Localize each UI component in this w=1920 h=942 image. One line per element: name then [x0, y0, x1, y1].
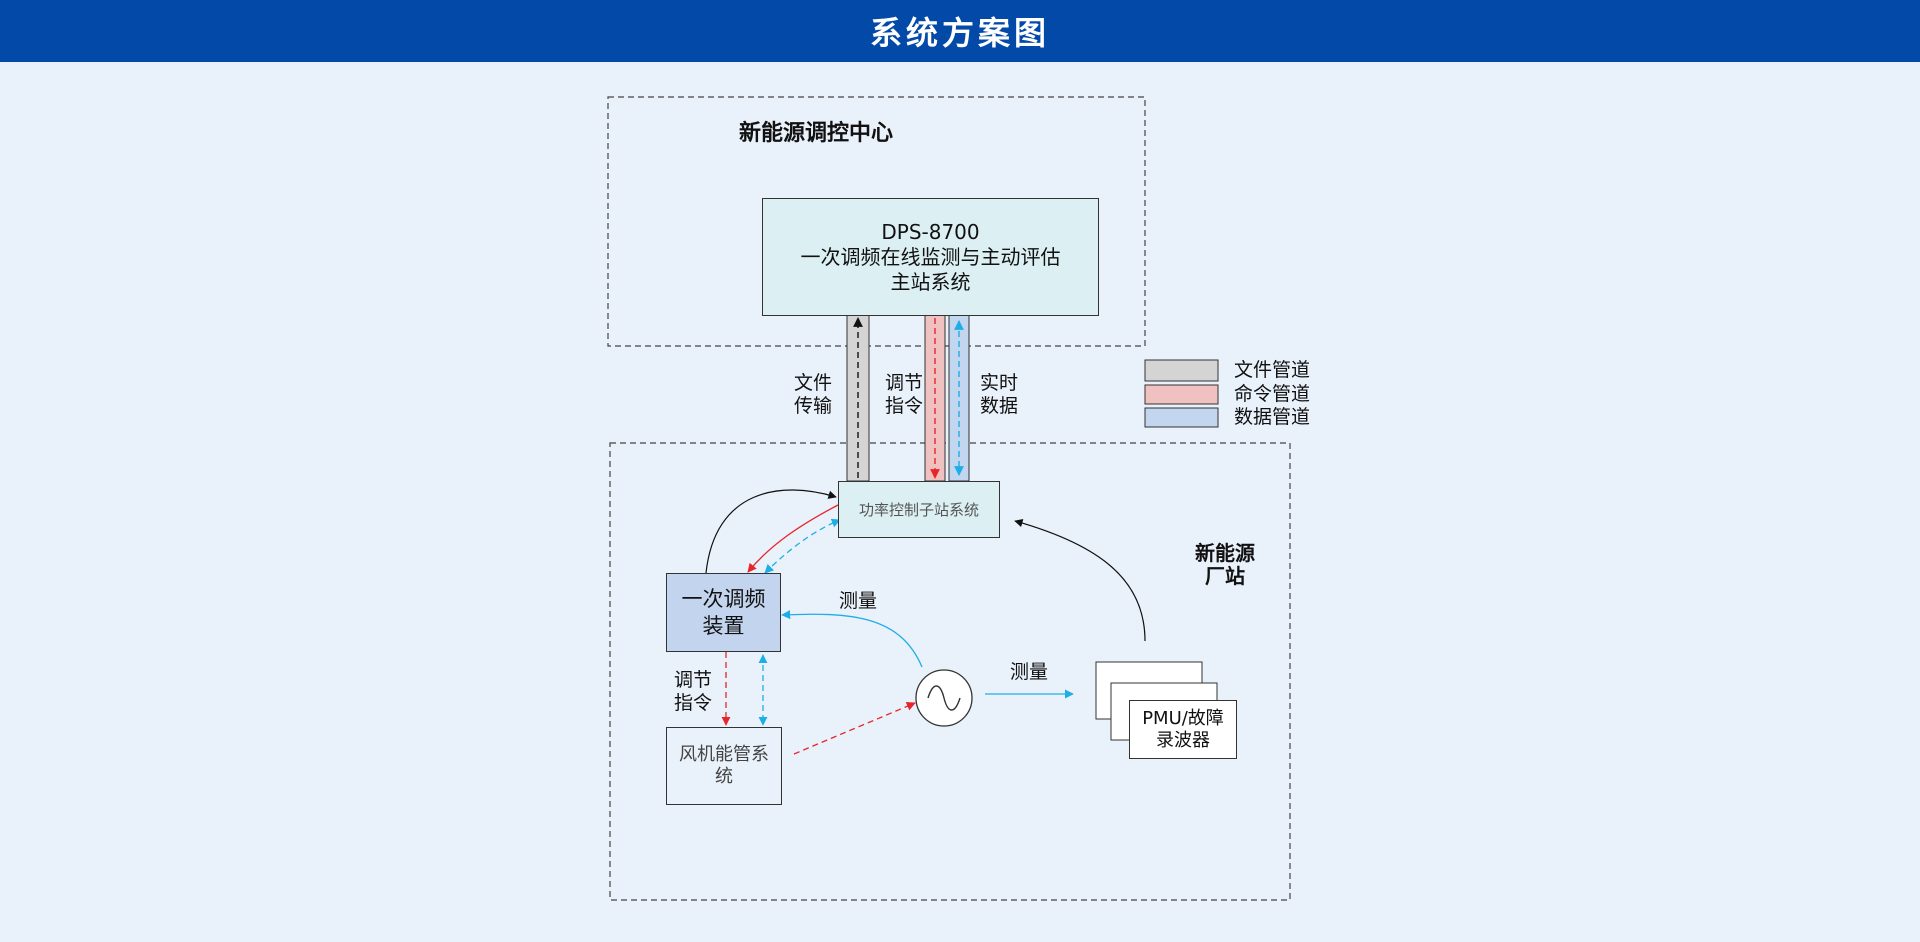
page-header: 系统方案图	[0, 0, 1920, 62]
pfr-to-substation-curve	[705, 489, 837, 574]
legend-label-data: 数据管道	[1234, 406, 1311, 428]
wind-ems-line2: 统	[715, 766, 733, 787]
pfr-device-line1: 一次调频	[681, 586, 766, 611]
main-station-name: 一次调频在线监测与主动评估	[800, 244, 1061, 269]
plant-zone-title: 新能源 厂站	[1195, 541, 1255, 588]
generator-sine-icon	[927, 685, 961, 711]
control-center-title: 新能源调控中心	[739, 120, 894, 146]
measure-top-label: 测量	[839, 590, 878, 612]
legend-label-file: 文件管道	[1234, 359, 1311, 381]
generator-measure-to-pfr	[781, 610, 923, 668]
main-station-box: DPS-8700 一次调频在线监测与主动评估 主站系统	[762, 198, 1099, 316]
legend-label-command: 命令管道	[1234, 383, 1311, 405]
substation-label: 功率控制子站系统	[858, 501, 979, 519]
pmu-line2: 录波器	[1156, 729, 1210, 751]
file-transfer-label: 文件 传输	[794, 372, 833, 417]
page-title: 系统方案图	[869, 14, 1050, 52]
wind-to-generator-link	[793, 701, 916, 755]
command-left-label: 调节 指令	[674, 669, 713, 714]
wind-ems-box: 风机能管系 统	[666, 727, 782, 805]
main-station-type: 主站系统	[890, 269, 971, 294]
wind-ems-line1: 风机能管系	[679, 744, 769, 765]
pfr-device-line2: 装置	[702, 613, 745, 638]
control-center-zone	[607, 96, 1146, 347]
pmu-line1: PMU/故障	[1142, 707, 1224, 729]
substation-box: 功率控制子站系统	[838, 481, 1000, 538]
legend-swatch-file	[1144, 359, 1219, 382]
pmu-box: PMU/故障 录波器	[1129, 700, 1237, 759]
legend-swatch-command	[1144, 384, 1219, 405]
realtime-data-label: 实时 数据	[980, 372, 1019, 417]
command-label: 调节 指令	[885, 372, 924, 417]
pmu-to-substation-curve	[1014, 519, 1146, 642]
main-station-model: DPS-8700	[881, 219, 980, 244]
legend-swatch-data	[1144, 407, 1219, 428]
substation-to-pfr-command	[747, 504, 839, 573]
pfr-substation-data-link	[764, 518, 841, 574]
measure-right-label: 测量	[1010, 661, 1049, 683]
pfr-device-box: 一次调频 装置	[666, 573, 781, 652]
